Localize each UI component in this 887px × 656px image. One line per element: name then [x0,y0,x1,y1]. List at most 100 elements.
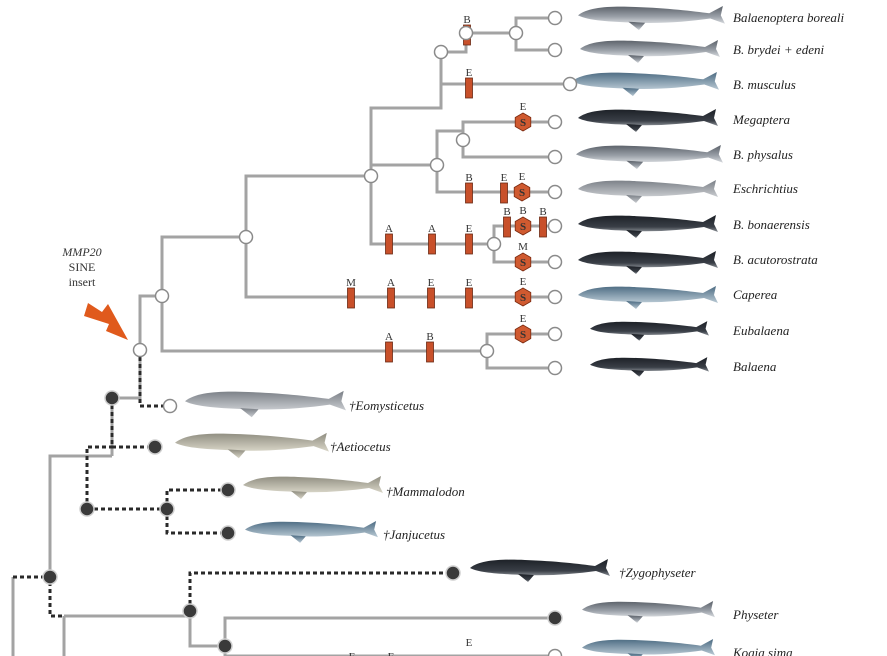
whale-illustration [578,251,718,274]
tree-node-filled [183,604,197,618]
tree-node-open [549,186,562,199]
tree-node-open [431,159,444,172]
taxon-label-aetiocetus: †Aetiocetus [330,439,391,454]
taxon-label-musculus: B. musculus [733,77,796,92]
whale-illustrations [175,6,725,656]
mutation-bar [348,288,355,308]
whale-illustration [580,40,720,63]
whale-illustration [578,180,718,203]
mutation-label: M [346,277,356,289]
taxon-label-zygophyseter: †Zygophyseter [619,565,696,580]
tree-node-filled [548,611,562,625]
tree-node-open [549,12,562,25]
mutation-bar [386,234,393,254]
branch-line [463,122,555,131]
mutation-bar [540,217,547,237]
fossil-branch-line [140,350,170,406]
branch-line [162,237,246,296]
branch-line [140,296,162,350]
stop-codon-label: S [520,292,526,304]
tree-node-open [240,231,253,244]
branch-line [371,52,441,176]
mutation-label: E [428,277,435,289]
tree-node-filled [43,570,57,584]
tree-node-filled [80,502,94,516]
whale-illustration [175,433,329,458]
tree-node-open [549,291,562,304]
mutation-label: E [466,223,473,235]
mutation-label: E [501,172,508,184]
tree-node-open [549,362,562,375]
tree-node-open [549,328,562,341]
tree-node-open [510,27,523,40]
tree-node-open [549,151,562,164]
tree-node-open [564,78,577,91]
mutation-label: E [520,101,527,113]
tree-node-open [481,345,494,358]
sine-label-insert: insert [69,275,96,289]
mutation-label: M [518,241,528,253]
mutation-label: B [426,331,433,343]
branch-line [246,237,555,297]
stop-codon-label: S [520,257,526,269]
tree-node-filled [105,391,119,405]
tree-node-open [156,290,169,303]
tree-branches [13,18,570,656]
mutation-bar [466,78,473,98]
taxon-label-boreali: Balaenoptera boreali [733,10,844,25]
taxon-label-mammalodon: †Mammalodon [386,484,465,499]
mutation-label: B [519,205,526,217]
tree-node-open [457,134,470,147]
mutation-label: E [466,637,473,649]
mutation-bar [466,234,473,254]
tree-node-open [549,256,562,269]
mutation-label: B [539,206,546,218]
mutation-label: E [388,651,395,656]
mutation-label: B [465,172,472,184]
mutation-label: A [387,277,395,289]
branch-line [225,618,555,646]
mutation-label: E [519,171,526,183]
sine-label-mmp20: MMP20 [61,245,101,259]
tree-node-open [549,220,562,233]
mutation-label: B [463,14,470,26]
tree-node-filled [221,483,235,497]
taxon-label-brydei: B. brydei + edeni [733,42,824,57]
stop-codon-label: S [520,329,526,341]
taxon-label-acutorostrata: B. acutorostrata [733,252,818,267]
taxon-label-eomysticetus: †Eomysticetus [349,398,424,413]
mutation-label: E [466,67,473,79]
tree-node-open [488,238,501,251]
branch-line [50,456,112,577]
taxon-label-eubalaena: Eubalaena [732,323,790,338]
whale-illustration [572,72,719,96]
mutation-label: A [385,223,393,235]
tree-node-open [134,344,147,357]
taxon-label-janjucetus: †Janjucetus [383,527,445,542]
whale-illustration [582,639,715,656]
whale-illustration [578,215,718,238]
whale-illustration [590,321,709,341]
branch-line [371,165,437,176]
mutation-bar [504,217,511,237]
fossil-branch-line [167,490,228,509]
mutation-label: A [428,223,436,235]
mutation-bar [427,342,434,362]
branch-line [463,131,555,157]
taxon-label-eschrichtius: Eschrichtius [732,181,798,196]
branch-line [437,165,555,192]
tree-node-open [164,400,177,413]
mutation-bar [466,288,473,308]
fossil-branch-line [190,573,453,611]
mutation-label: A [385,331,393,343]
whale-illustration [243,476,383,499]
whale-illustration [185,391,346,417]
tree-node-open [460,27,473,40]
mutation-label: E [520,276,527,288]
taxon-label-kogia: Kogia sima [732,645,793,656]
sine-label-sine: SINE [69,260,96,274]
whale-illustration [576,145,723,169]
mutation-bar [501,183,508,203]
stop-codon-label: S [520,117,526,129]
fossil-branch-line [13,577,64,616]
